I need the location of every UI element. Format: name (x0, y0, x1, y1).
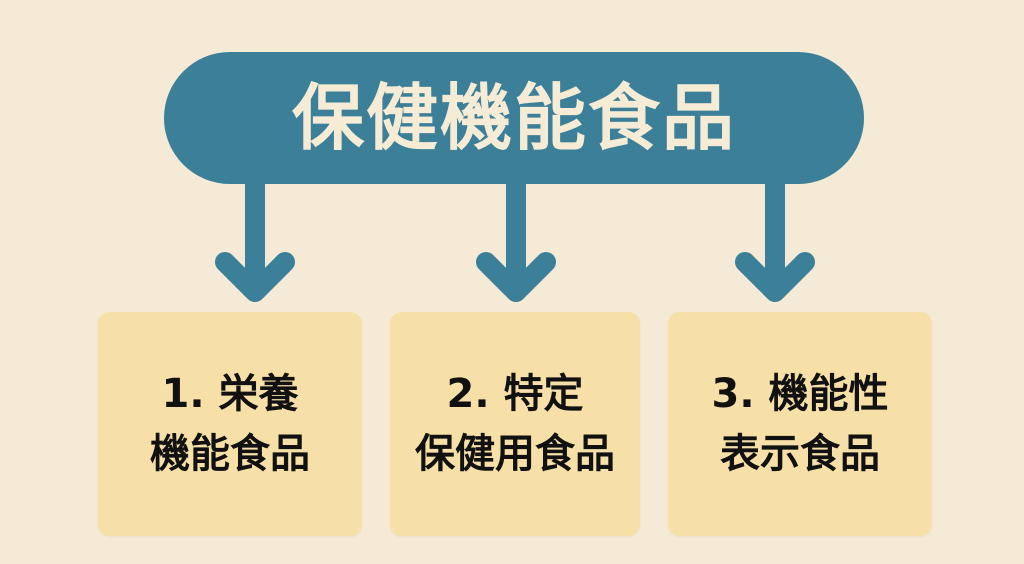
category-label-line2: 表示食品 (720, 431, 880, 477)
category-box-nutrient-function-food: 1. 栄養 機能食品 (98, 312, 362, 536)
title-banner: 保健機能食品 (164, 52, 864, 184)
category-label-line1: 2. 特定 (446, 371, 584, 417)
page-title: 保健機能食品 (291, 76, 736, 160)
category-label-line1: 3. 機能性 (711, 371, 889, 417)
category-box-function-claim-food: 3. 機能性 表示食品 (668, 312, 932, 536)
arrow-down-icon (215, 174, 295, 302)
arrow-down-icon (476, 174, 556, 302)
arrow-down-icon (735, 174, 815, 302)
category-label-line1: 1. 栄養 (161, 371, 299, 417)
category-box-specified-health-use-food: 2. 特定 保健用食品 (390, 312, 640, 536)
category-label-line2: 保健用食品 (415, 431, 615, 477)
category-label-line2: 機能食品 (150, 431, 310, 477)
